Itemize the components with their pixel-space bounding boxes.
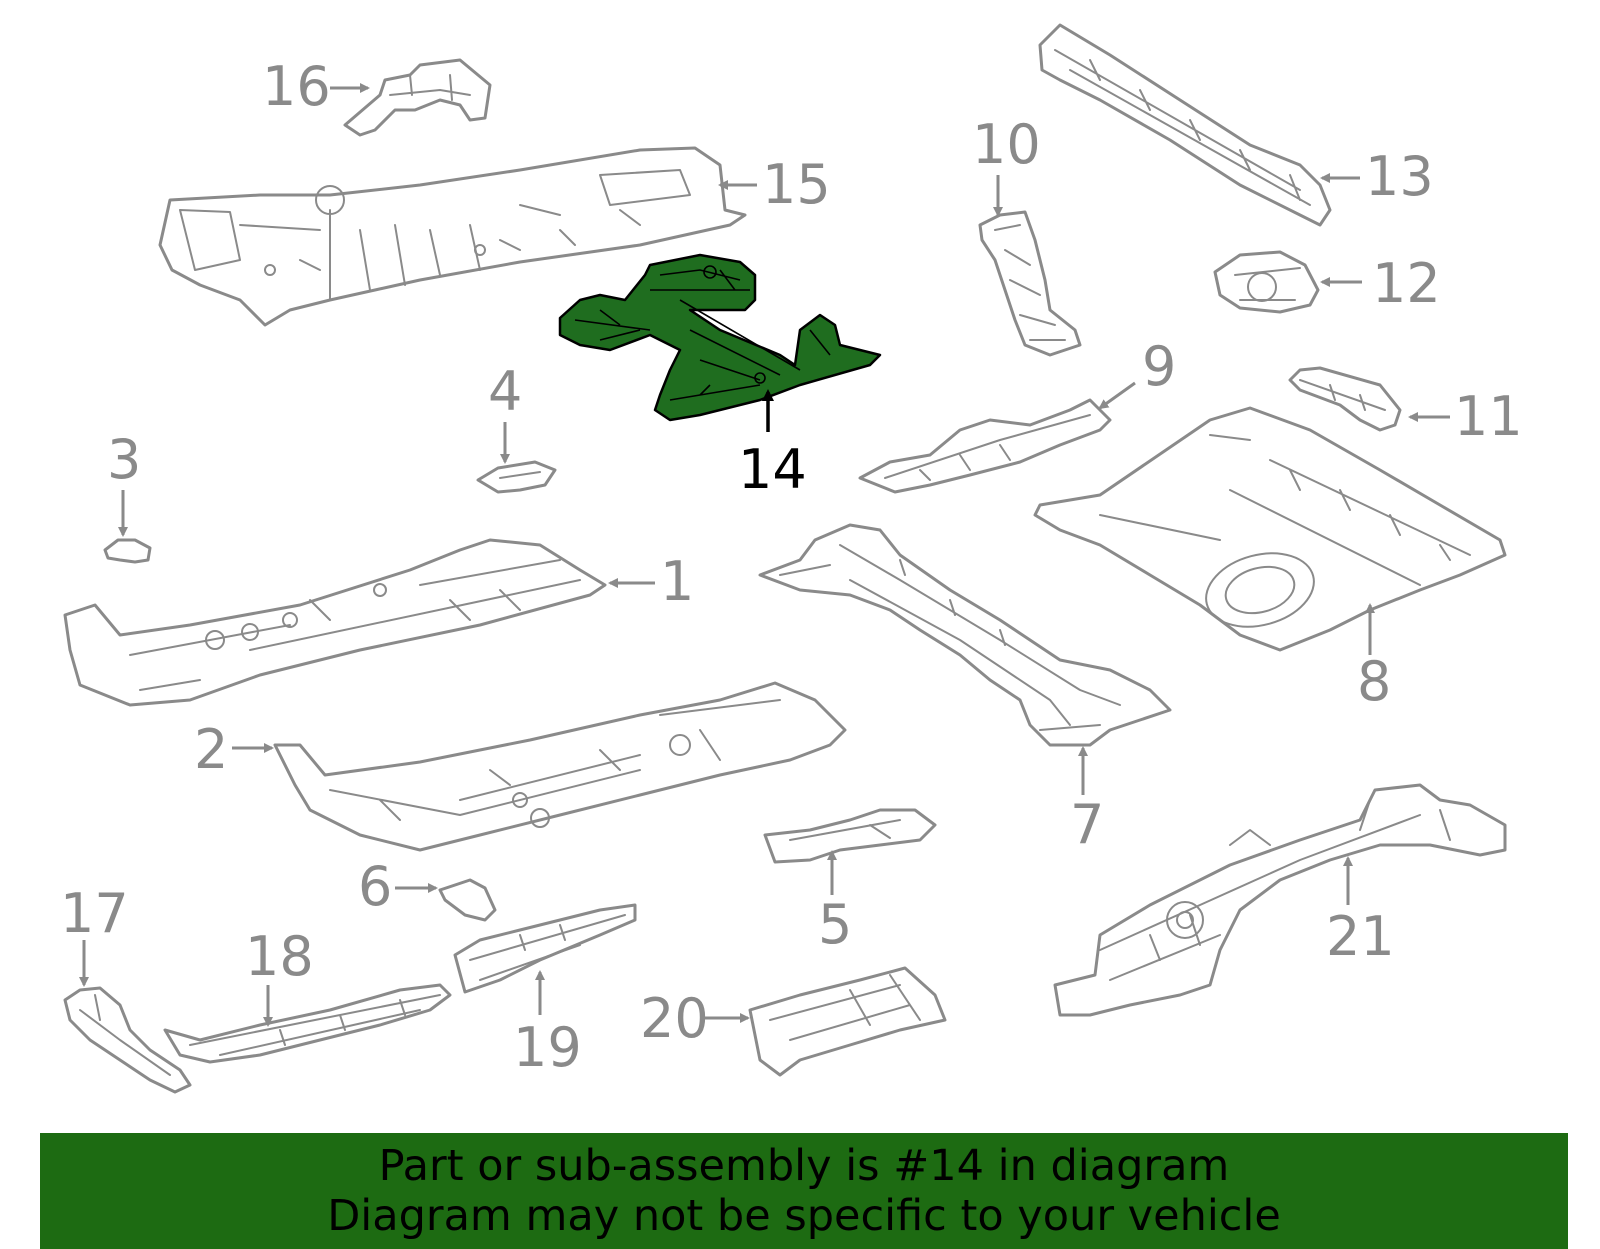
callout-12: 12 bbox=[1372, 252, 1441, 315]
part-9-reinforcement[interactable] bbox=[858, 398, 1112, 494]
callout-19: 19 bbox=[513, 1016, 582, 1079]
callout-7: 7 bbox=[1070, 793, 1104, 856]
callout-6: 6 bbox=[358, 855, 392, 918]
part-11-bracket[interactable] bbox=[1288, 366, 1402, 432]
banner-line-2: Diagram may not be specific to your vehi… bbox=[327, 1191, 1281, 1241]
part-15-dash-panel[interactable] bbox=[158, 146, 747, 327]
part-20-bracket[interactable] bbox=[748, 966, 947, 1077]
callout-14: 14 bbox=[738, 438, 807, 501]
callout-1: 1 bbox=[660, 550, 694, 613]
part-1-front-floor[interactable] bbox=[63, 538, 607, 707]
part-3-clip[interactable] bbox=[103, 538, 152, 564]
callout-10: 10 bbox=[972, 113, 1041, 176]
part-21-rear-side-member[interactable] bbox=[1053, 783, 1507, 1017]
part-13-side-member[interactable] bbox=[1038, 23, 1332, 227]
part-4-bracket[interactable] bbox=[476, 460, 557, 494]
part-17-extension[interactable] bbox=[63, 986, 192, 1094]
callout-9: 9 bbox=[1142, 335, 1176, 398]
banner-line-1: Part or sub-assembly is #14 in diagram bbox=[378, 1141, 1230, 1191]
callout-15: 15 bbox=[762, 153, 831, 216]
callout-16: 16 bbox=[262, 55, 331, 118]
part-18-rocker-reinforcement[interactable] bbox=[163, 983, 452, 1064]
part-6-bracket[interactable] bbox=[438, 878, 497, 922]
part-2-center-floor[interactable] bbox=[273, 681, 847, 852]
callout-8: 8 bbox=[1357, 650, 1391, 713]
callout-5: 5 bbox=[818, 893, 852, 956]
part-19-member[interactable] bbox=[453, 903, 637, 994]
part-5-bracket[interactable] bbox=[763, 808, 937, 864]
leader-arrow-9 bbox=[1098, 381, 1136, 410]
callout-11: 11 bbox=[1454, 385, 1523, 448]
callout-3: 3 bbox=[107, 428, 141, 491]
part-8-rear-floor[interactable] bbox=[1033, 406, 1507, 652]
part-10-pillar[interactable] bbox=[978, 210, 1082, 357]
callout-18: 18 bbox=[245, 925, 314, 988]
callout-2: 2 bbox=[194, 718, 228, 781]
part-16-bracket[interactable] bbox=[343, 58, 492, 137]
callout-17: 17 bbox=[60, 882, 129, 945]
info-banner: Part or sub-assembly is #14 in diagram D… bbox=[40, 1133, 1568, 1249]
callout-21: 21 bbox=[1326, 905, 1395, 968]
part-7-crossmember-assembly[interactable] bbox=[758, 523, 1172, 747]
part-12-plate[interactable] bbox=[1213, 250, 1320, 314]
part-14-highlighted-crossmember[interactable] bbox=[558, 253, 882, 422]
callout-20: 20 bbox=[640, 987, 709, 1050]
callout-4: 4 bbox=[488, 360, 522, 423]
callout-13: 13 bbox=[1365, 145, 1434, 208]
